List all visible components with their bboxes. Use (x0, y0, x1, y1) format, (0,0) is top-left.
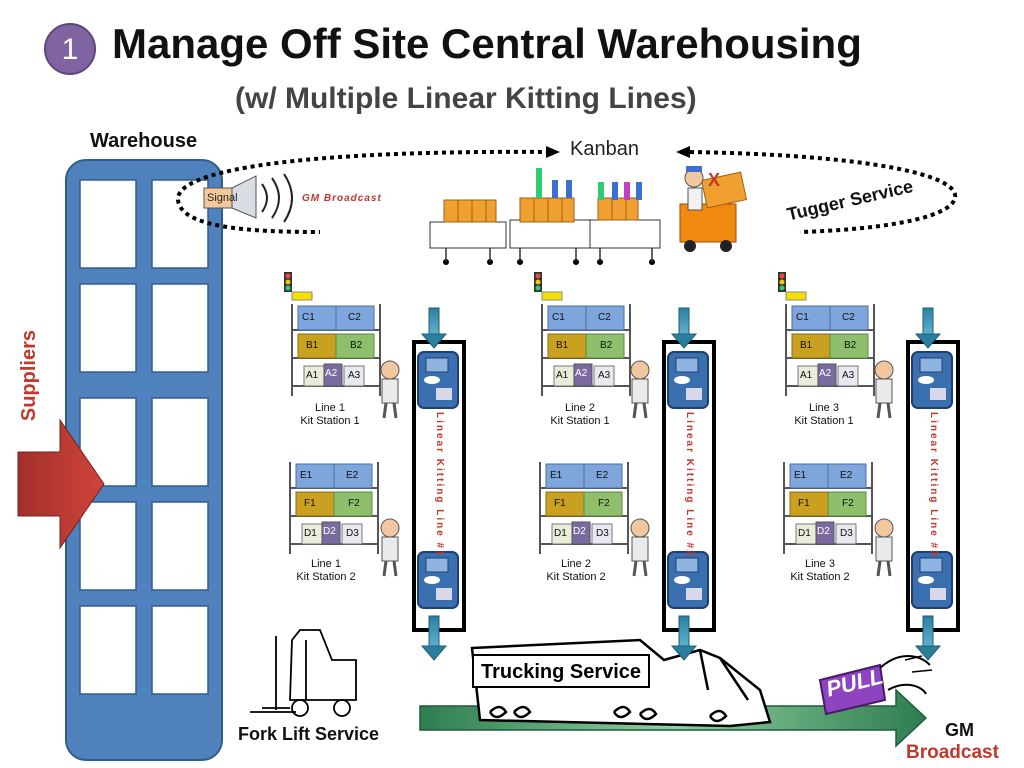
step-badge: 1 (44, 23, 96, 75)
bin-label: A2 (325, 368, 338, 379)
forklift-icon (250, 629, 357, 717)
bin-label: D2 (817, 526, 830, 537)
supplier-arrow (17, 418, 105, 550)
bin-label: A1 (556, 370, 569, 381)
kit-station-label: Line 1 (315, 402, 345, 414)
bin-label: E1 (794, 470, 807, 481)
bin-label: A1 (306, 370, 319, 381)
bin-label: B2 (600, 340, 613, 351)
broadcast-label: Broadcast (906, 742, 999, 763)
signal-label: Signal (207, 192, 238, 204)
tugger-loop (176, 149, 958, 234)
bin-label: C2 (348, 312, 361, 323)
kit-station-label: Line 2 (565, 402, 595, 414)
warehouse-label: Warehouse (90, 130, 198, 152)
kit-station-label: Kit Station 1 (794, 415, 854, 427)
bin-label: C1 (796, 312, 809, 323)
bin-label: E1 (550, 470, 563, 481)
kitting-line-label: Linear Kitting Line #2 (684, 412, 695, 558)
kit-station-label: Kit Station 2 (296, 571, 356, 583)
kit-station-label: Line 1 (311, 558, 341, 570)
bin-label: D1 (304, 528, 317, 539)
gm-label: GM (945, 720, 974, 740)
bin-label: D3 (596, 528, 609, 539)
kanban-carts (429, 168, 661, 265)
bin-label: A3 (842, 370, 855, 381)
kit-station-label: Line 2 (561, 558, 591, 570)
bin-label: E2 (840, 470, 853, 481)
kit-station-label: Kit Station 1 (550, 415, 610, 427)
tugger-arrow-head (676, 146, 690, 158)
speaker-icon (203, 173, 293, 223)
kanban-label: Kanban (570, 138, 639, 160)
bin-label: D2 (573, 526, 586, 537)
bin-label: A3 (598, 370, 611, 381)
page-subtitle: (w/ Multiple Linear Kitting Lines) (235, 82, 697, 115)
bin-label: F1 (554, 498, 566, 509)
bin-label: D3 (840, 528, 853, 539)
bin-label: F2 (598, 498, 610, 509)
bin-label: F1 (798, 498, 810, 509)
fork-lift-service-label: Fork Lift Service (238, 724, 380, 744)
gm-broadcast-small-label: GM Broadcast (302, 193, 382, 204)
bin-label: B1 (306, 340, 319, 351)
bin-label: D1 (798, 528, 811, 539)
bin-label: C2 (598, 312, 611, 323)
bin-label: D1 (554, 528, 567, 539)
bin-label: E2 (346, 470, 359, 481)
bin-label: D2 (323, 526, 336, 537)
bin-label: E1 (300, 470, 313, 481)
bin-label: C1 (302, 312, 315, 323)
bin-label: A3 (348, 370, 361, 381)
bin-label: D3 (346, 528, 359, 539)
bin-label: C1 (552, 312, 565, 323)
bin-label: A2 (575, 368, 588, 379)
suppliers-label: Suppliers (18, 330, 40, 422)
kit-station-label: Kit Station 1 (300, 415, 360, 427)
bin-label: F1 (304, 498, 316, 509)
kit-station-label: Kit Station 2 (546, 571, 606, 583)
pull-sign-icon (818, 655, 933, 716)
trucking-service-label: Trucking Service (472, 654, 650, 688)
bin-label: C2 (842, 312, 855, 323)
bin-label: B1 (556, 340, 569, 351)
bin-label: B2 (350, 340, 363, 351)
kit-station-label: Line 3 (809, 402, 839, 414)
x-mark: X (708, 170, 721, 190)
kitting-line-label: Linear Kitting Line #3 (928, 412, 939, 558)
kit-station-label: Line 3 (805, 558, 835, 570)
bin-label: E2 (596, 470, 609, 481)
bin-label: A2 (819, 368, 832, 379)
bin-label: B2 (844, 340, 857, 351)
bin-label: F2 (842, 498, 854, 509)
kitting-line-label: Linear Kitting Line #1 (434, 412, 445, 558)
kanban-arrow-head (546, 146, 560, 158)
bin-label: A1 (800, 370, 813, 381)
bin-label: B1 (800, 340, 813, 351)
bin-label: F2 (348, 498, 360, 509)
page-title: Manage Off Site Central Warehousing (112, 20, 862, 67)
tugger-vehicle-icon (679, 166, 748, 252)
kit-station-label: Kit Station 2 (790, 571, 850, 583)
warehouse-building (65, 159, 223, 761)
